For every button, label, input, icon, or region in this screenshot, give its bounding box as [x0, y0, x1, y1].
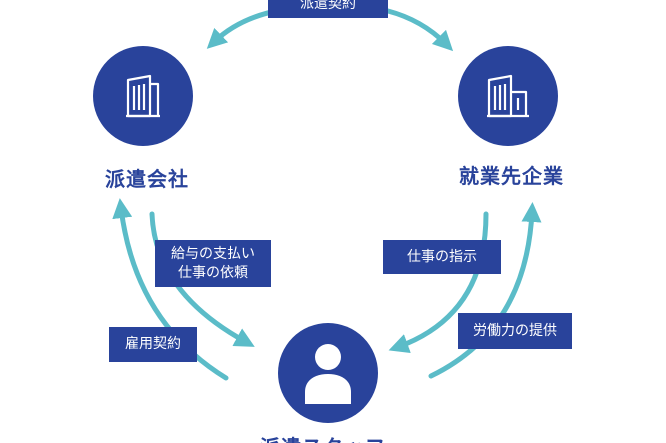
building-icon — [126, 74, 160, 118]
employment-contract-tag: 雇用契約 — [109, 327, 197, 362]
dispatch-staff-label: 派遣スタッフ — [260, 431, 386, 443]
building-icon — [487, 74, 529, 118]
dispatch-staff-circle — [278, 323, 378, 423]
person-icon — [305, 344, 351, 404]
dispatch-company-circle — [93, 46, 193, 146]
dispatch-company-label: 派遣会社 — [105, 167, 189, 191]
labor-provision-tag: 労働力の提供 — [458, 313, 572, 349]
salary-request-tag: 給与の支払い 仕事の依頼 — [155, 240, 271, 287]
labor-arrow — [428, 202, 542, 379]
contract-arrow — [206, 8, 279, 49]
client-company-label: 就業先企業 — [459, 164, 564, 188]
instruction-arrow — [388, 211, 489, 353]
client-company-circle — [458, 46, 558, 146]
dispatch-contract-tag: 派遣契約 — [268, 0, 388, 18]
employment-arrow — [112, 198, 229, 381]
contract-arrow-right — [385, 8, 454, 52]
work-instructions-tag: 仕事の指示 — [383, 240, 501, 274]
